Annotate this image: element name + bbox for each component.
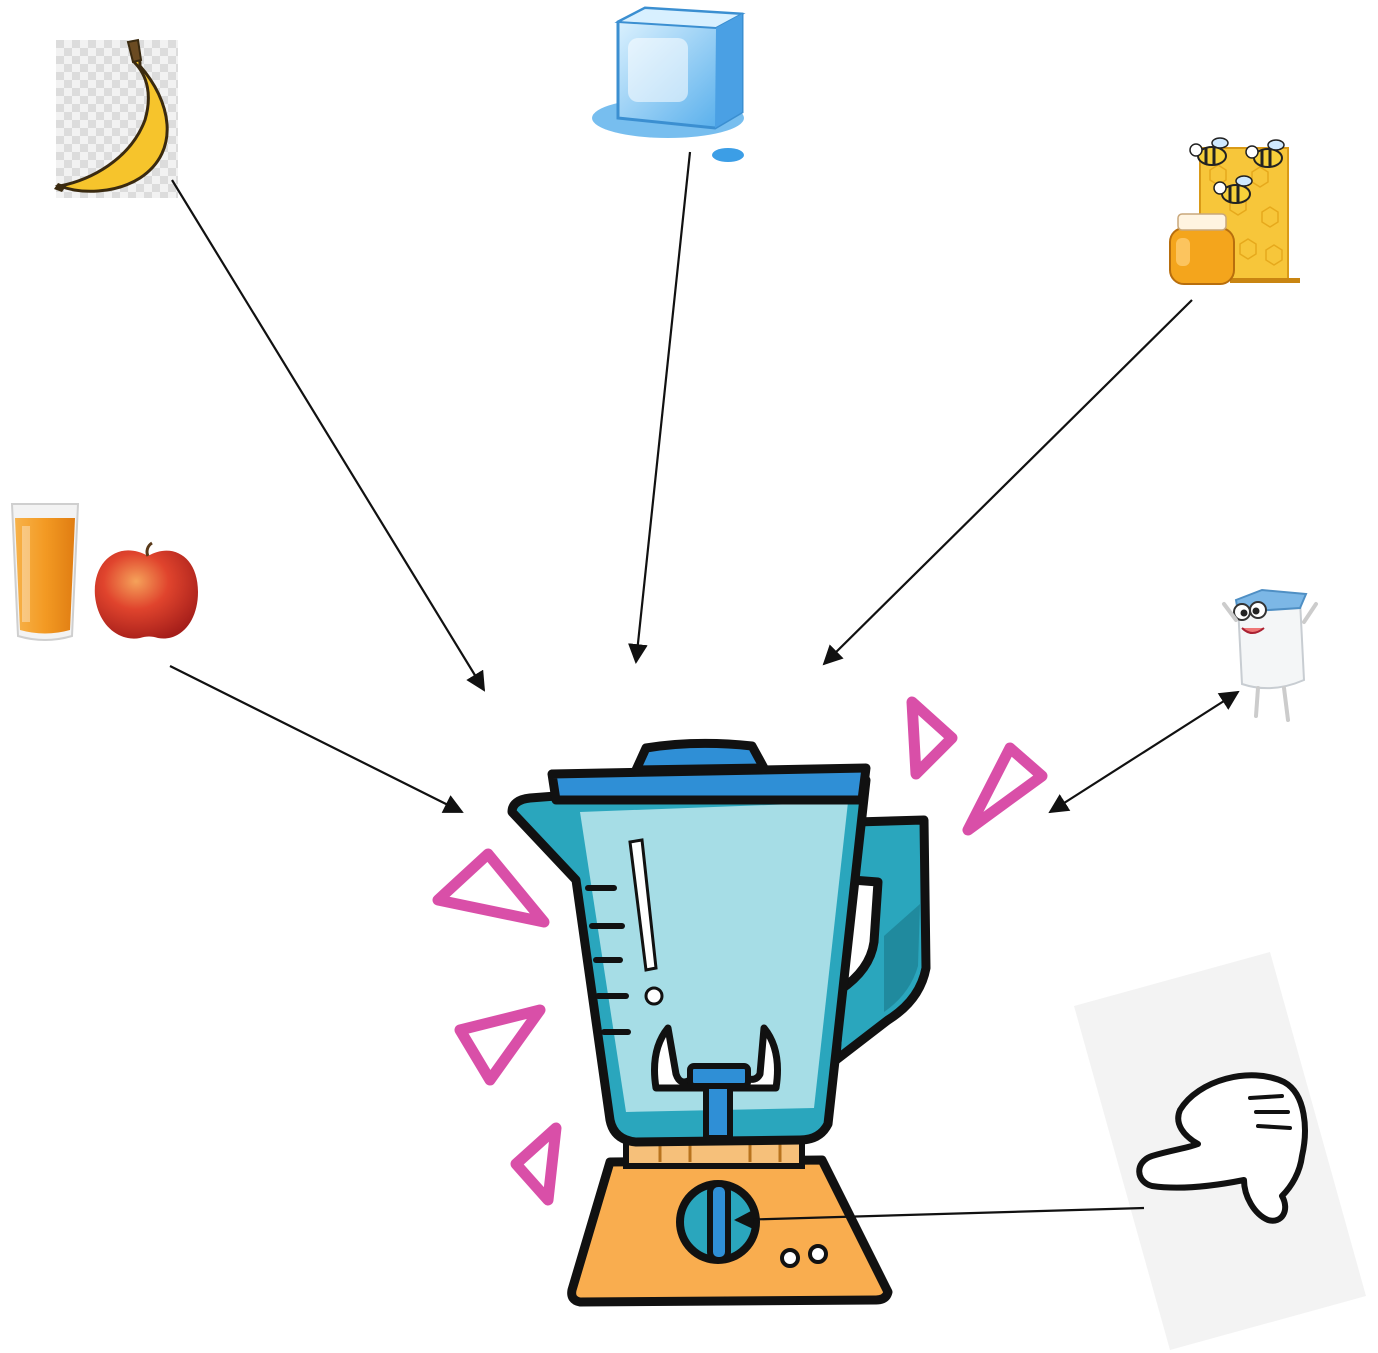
motion-triangle [460, 1010, 540, 1080]
blender-dial [680, 1184, 756, 1260]
pointing-hand-icon [1074, 952, 1366, 1350]
arrow-milk-blender [1050, 692, 1238, 812]
banana-icon [54, 40, 178, 198]
motion-triangle [438, 854, 544, 922]
blender-icon [512, 743, 926, 1302]
ice-cube-icon [592, 8, 744, 162]
arrow-juice-apple-to-blender [170, 666, 462, 812]
honey-jar-icon [1170, 138, 1300, 284]
arrow-banana-to-blender [172, 180, 484, 690]
arrow-honey-to-blender [824, 300, 1192, 664]
apple-icon [95, 543, 198, 639]
juice-glass-icon [12, 504, 78, 640]
motion-triangle [968, 748, 1042, 830]
motion-triangle [516, 1128, 556, 1200]
arrow-ice-to-blender [636, 152, 690, 662]
motion-triangle [912, 702, 952, 774]
bee-icon [1190, 138, 1228, 165]
milk-carton-icon [1224, 590, 1316, 720]
